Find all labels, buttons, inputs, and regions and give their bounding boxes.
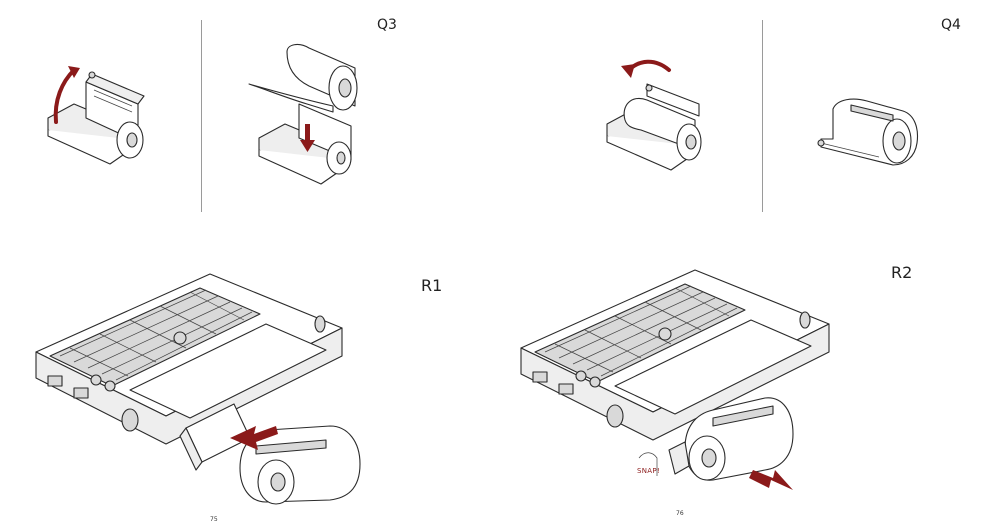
- illustration-insert-roll: [248, 43, 358, 185]
- illustration-open-lid: [47, 66, 145, 165]
- step-label-r2: R2: [891, 263, 913, 282]
- illustration-close-lid: [606, 59, 702, 171]
- page-divider: [762, 20, 763, 212]
- illustration-attach-printer: [35, 273, 361, 505]
- step-label-q4: Q4: [941, 17, 961, 33]
- step-label-q3: Q3: [377, 17, 397, 33]
- page-number-right: 76: [676, 510, 684, 517]
- manual-page-right: Q4 R2 SNAP! 76: [491, 0, 981, 529]
- manual-page-left: Q3 R1: [0, 0, 490, 529]
- snap-callout: SNAP!: [637, 467, 660, 475]
- rotate-arrow-icon: [627, 59, 671, 72]
- page-divider: [201, 20, 202, 212]
- insert-arrow-icon: [230, 426, 278, 450]
- rotate-arrow-icon: [53, 68, 76, 124]
- step-label-r1: R1: [421, 276, 443, 295]
- illustration-closed-printer: [817, 98, 919, 166]
- down-arrow-icon: [305, 124, 310, 142]
- page-number-left: 75: [210, 516, 218, 523]
- illustration-printer-attached: [520, 269, 830, 490]
- insert-arrow-icon: [749, 470, 793, 490]
